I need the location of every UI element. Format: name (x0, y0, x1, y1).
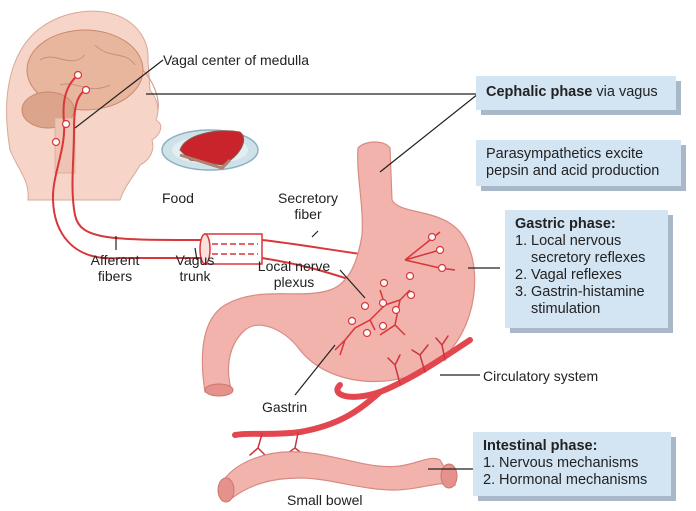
small-bowel-illustration (217, 451, 458, 503)
item-number: 1. (515, 233, 528, 249)
item-text: stimulation (531, 301, 601, 317)
item-text: Local nervous (531, 233, 622, 249)
label-gastrin: Gastrin (262, 399, 308, 415)
box-parasympathetics: Parasympathetics excite pepsin and acid … (476, 140, 681, 186)
item-text: Nervous mechanisms (499, 455, 639, 471)
label-line: Local nerve (257, 258, 331, 274)
label-vagus-trunk: Vagus trunk (170, 252, 220, 284)
intestinal-item-2: 2.Hormonal mechanisms (483, 472, 661, 489)
stomach-illustration (201, 141, 476, 397)
label-circulatory-system: Circulatory system (483, 368, 599, 384)
label-small-bowel: Small bowel (287, 492, 363, 508)
vagus-trunk-illustration (199, 233, 263, 265)
circulatory-vessels (232, 335, 473, 457)
label-food: Food (162, 190, 194, 206)
neuron-markers-stomach (347, 232, 447, 338)
label-secretory-fiber: Secretory fiber (268, 190, 348, 222)
label-local-nerve-plexus: Local nerve plexus (246, 258, 342, 290)
label-line: Vagus (175, 252, 215, 268)
label-line: plexus (273, 274, 315, 290)
box-text: pepsin and acid production (486, 163, 660, 179)
intestinal-item-1: 1.Nervous mechanisms (483, 455, 661, 472)
item-number: 3. (515, 284, 528, 300)
label-line: Secretory (278, 190, 338, 206)
box-title: Intestinal phase: (483, 438, 598, 454)
nerve-fibers-head (51, 74, 206, 260)
item-text: secretory reflexes (531, 250, 646, 266)
brain (26, 29, 144, 111)
box-title: Gastric phase: (515, 216, 616, 232)
item-number: 2. (515, 267, 528, 283)
box-cephalic-phase: Cephalic phase via vagus (476, 76, 676, 110)
food-plate-illustration (161, 129, 259, 171)
label-line: Afferent (90, 252, 140, 268)
gastric-item-2: 2.Vagal reflexes (515, 267, 658, 284)
label-line: trunk (179, 268, 211, 284)
item-number: 1. (483, 455, 496, 471)
neuron-markers-head (51, 70, 91, 147)
box-text: Parasympathetics excite (486, 146, 644, 162)
leader-lines (74, 59, 500, 470)
box-title: Cephalic phase (486, 84, 593, 100)
label-vagal-center: Vagal center of medulla (163, 52, 310, 68)
item-text: Vagal reflexes (531, 267, 622, 283)
item-text: Gastrin-histamine (531, 284, 645, 300)
head-illustration (6, 10, 162, 201)
label-line: fibers (97, 268, 133, 284)
local-nerve-plexus (334, 231, 456, 356)
box-text: via vagus (592, 84, 658, 100)
item-number: 2. (483, 472, 496, 488)
label-afferent-fibers: Afferent fibers (80, 252, 150, 284)
item-text: Hormonal mechanisms (499, 472, 648, 488)
label-line: fiber (294, 206, 322, 222)
box-intestinal-phase: Intestinal phase: 1.Nervous mechanisms 2… (473, 432, 671, 496)
